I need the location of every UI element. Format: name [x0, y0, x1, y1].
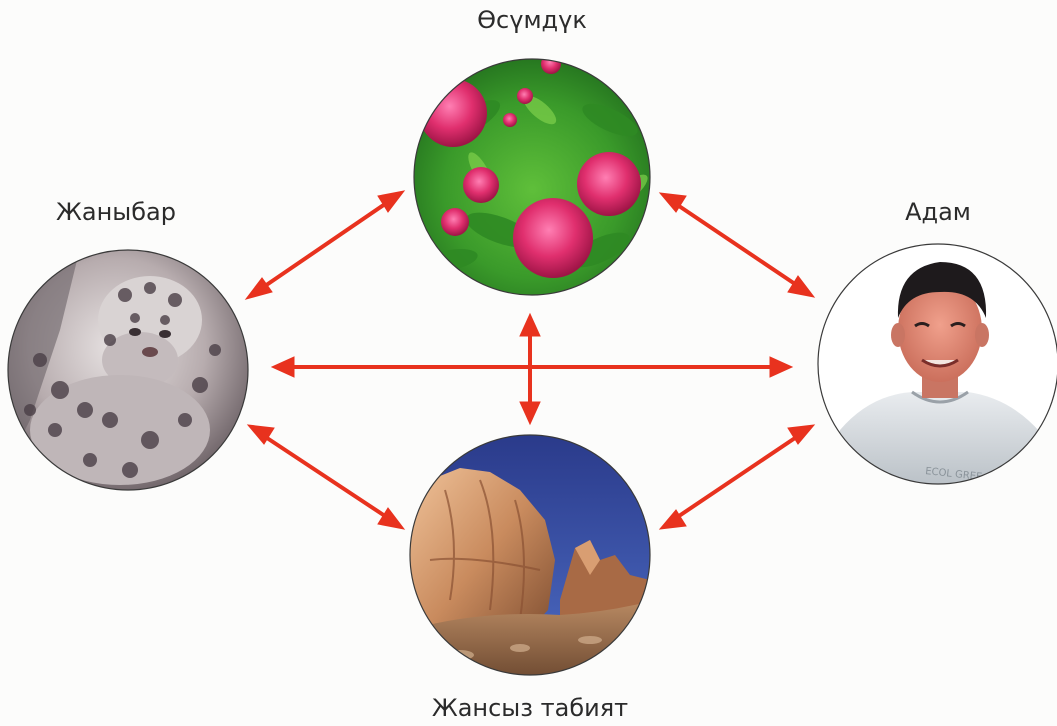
arrow-plant-human [660, 193, 814, 297]
arrow-human-nonliving [660, 425, 814, 529]
arrow-animal-nonliving [248, 425, 404, 529]
plant-photo [410, 54, 655, 300]
arrow-animal-plant [246, 191, 404, 299]
snow-leopard-photo [5, 248, 253, 496]
